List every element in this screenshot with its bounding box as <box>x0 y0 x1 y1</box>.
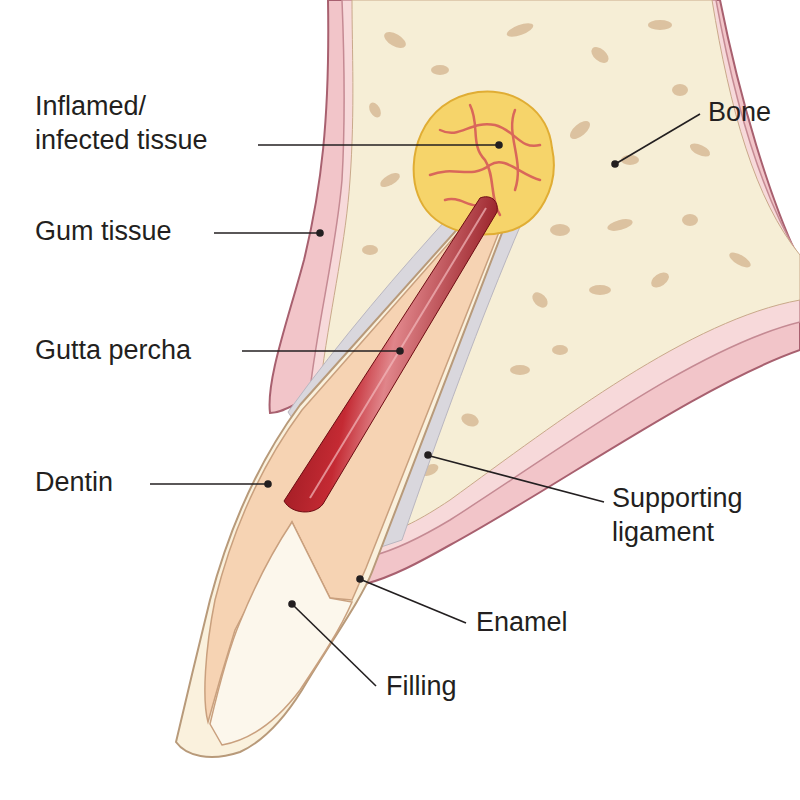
part-label: Filling <box>386 670 457 704</box>
part-label: Bone <box>708 96 771 130</box>
part-label: Gutta percha <box>35 334 191 368</box>
part-label: Supporting ligament <box>612 482 792 550</box>
tooth-filling <box>210 522 352 745</box>
part-label: Dentin <box>35 466 113 500</box>
leader-lines <box>150 114 700 686</box>
part-label: Enamel <box>476 606 568 640</box>
part-label: Inflamed/ infected tissue <box>35 90 235 158</box>
part-label: Gum tissue <box>35 215 172 249</box>
